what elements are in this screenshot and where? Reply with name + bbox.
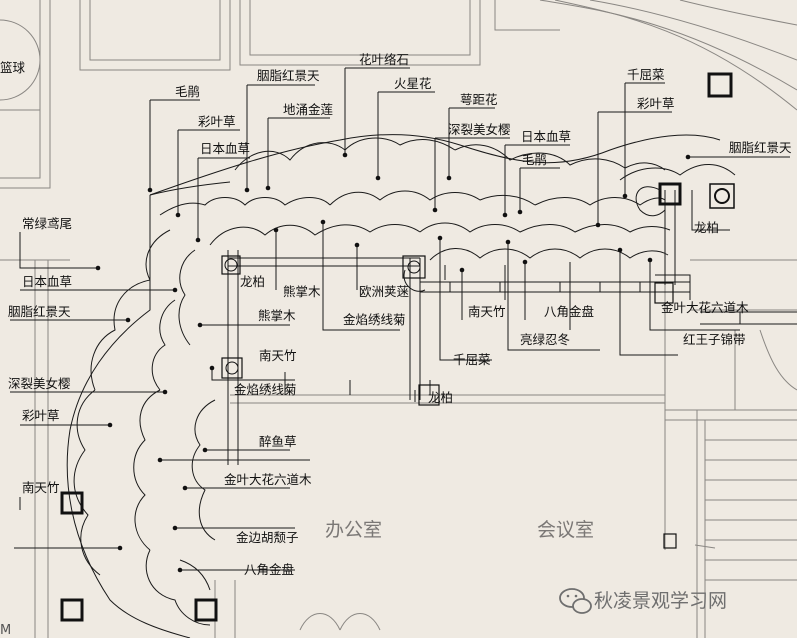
plant-label: 胭脂红景天	[257, 68, 320, 83]
plant-label: 彩叶草	[198, 114, 236, 129]
plant-label: 金焰绣线菊	[234, 382, 297, 397]
column-marker	[60, 598, 84, 622]
plant-label: 醉鱼草	[259, 434, 297, 449]
plant-label: 八角金盘	[244, 562, 294, 577]
plant-label: 金边胡颓子	[236, 530, 299, 545]
plant-label: 毛鹃	[522, 152, 547, 167]
plant-label: 南天竹	[468, 304, 506, 319]
plant-label: 熊掌木	[258, 308, 296, 323]
plant-label: 萼距花	[460, 92, 498, 107]
plant-label: 胭脂红景天	[8, 304, 71, 319]
corner-mark: M	[0, 623, 11, 638]
plant-label: 千屈菜	[627, 67, 665, 82]
tree-pit	[221, 255, 241, 275]
plant-label: 亮绿忍冬	[520, 332, 570, 347]
planting-bed	[66, 134, 736, 638]
plant-label: 八角金盘	[544, 304, 594, 319]
plant-label: 龙柏	[240, 274, 265, 289]
plant-label: 花叶络石	[359, 52, 409, 67]
plant-label: 彩叶草	[637, 96, 675, 111]
plant-label: 南天竹	[22, 480, 60, 495]
plant-label: 龙柏	[428, 390, 453, 405]
watermark: 秋凌景观学习网	[559, 588, 727, 614]
label-top-left: 篮球	[0, 60, 26, 75]
plant-label: 日本血草	[22, 274, 72, 289]
plant-label: 火星花	[394, 76, 432, 91]
column-marker	[707, 72, 733, 98]
wechat-icon	[559, 588, 592, 614]
plant-label: 常绿鸢尾	[22, 216, 72, 231]
plant-label: 胭脂红景天	[729, 140, 792, 155]
leader-lines	[10, 67, 790, 573]
tree-pit	[402, 255, 426, 279]
plant-label: 龙柏	[694, 220, 719, 235]
column-marker	[194, 598, 218, 622]
room-label-office: 办公室	[325, 519, 382, 541]
plant-label: 红王子锦带	[683, 332, 746, 347]
plant-label: 深裂美女樱	[448, 122, 511, 137]
tree-pit	[221, 357, 243, 379]
plant-label: 南天竹	[259, 348, 297, 363]
column-marker	[658, 182, 682, 206]
plant-label: 地涌金莲	[283, 102, 334, 117]
plant-label: 千屈菜	[453, 352, 491, 367]
watermark-text: 秋凌景观学习网	[594, 590, 727, 612]
plant-label: 欧洲荚蒾	[359, 284, 410, 299]
tree-symbols	[60, 72, 735, 622]
plant-label: 深裂美女樱	[8, 376, 71, 391]
plant-label: 金叶大花六道木	[661, 300, 749, 315]
plant-label: 彩叶草	[22, 408, 60, 423]
plant-label: 日本血草	[521, 129, 571, 144]
tree-pit	[709, 183, 735, 209]
room-label-meeting: 会议室	[537, 519, 594, 541]
column-marker	[60, 491, 84, 515]
labels: 篮球 毛鹃 胭脂红景天 花叶络石 火星花 千屈菜 彩叶草 地涌金莲 萼距花 彩叶…	[0, 52, 792, 638]
plant-label: 熊掌木	[283, 284, 321, 299]
plant-label: 日本血草	[200, 141, 250, 156]
tree-pit	[418, 384, 440, 406]
plant-label: 金叶大花六道木	[224, 472, 312, 487]
plant-label: 毛鹃	[175, 84, 200, 99]
plant-label: 金焰绣线菊	[343, 312, 406, 327]
